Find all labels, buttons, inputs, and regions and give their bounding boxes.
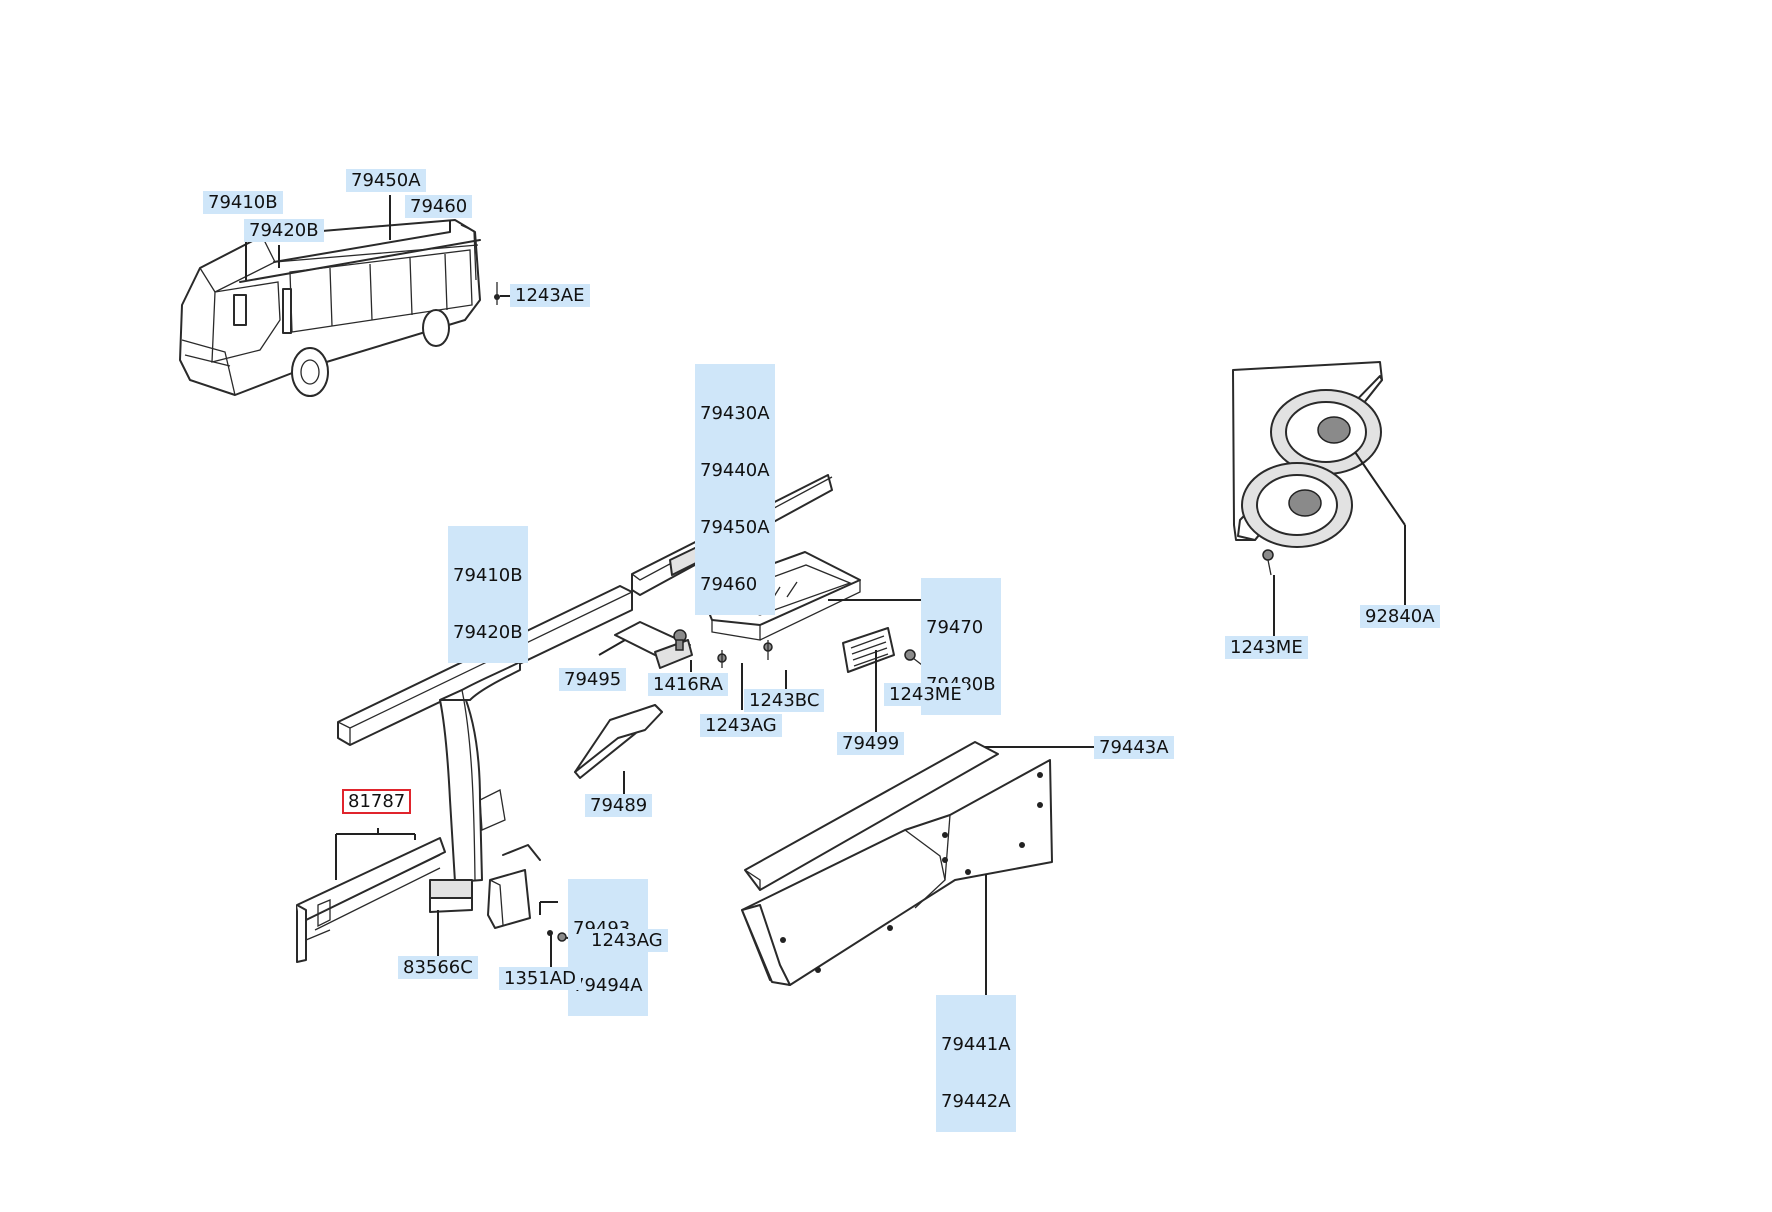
callout-1351AD: 1351AD xyxy=(499,967,581,990)
callout-79420B-top: 79420B xyxy=(244,219,324,242)
callout-text: 1243ME xyxy=(1230,637,1303,658)
callout-1243BC: 1243BC xyxy=(744,689,825,712)
bracket-79493 xyxy=(487,844,581,942)
callout-text: 79450A xyxy=(700,517,770,538)
callout-1416RA: 1416RA xyxy=(648,673,728,696)
callout-text: 79443A xyxy=(1099,737,1169,758)
pillar-trim xyxy=(429,661,521,913)
callout-text: 79495 xyxy=(564,669,622,690)
callout-79499: 79499 xyxy=(837,732,905,755)
part-79495 xyxy=(614,621,693,669)
callout-92840A: 92840A xyxy=(1360,605,1440,628)
callout-text: 79442A xyxy=(941,1091,1011,1112)
callout-1243AG-mid: 1243AG xyxy=(700,714,782,737)
callout-text: 1243ME xyxy=(889,684,962,705)
callout-79410B-top: 79410B xyxy=(203,191,283,214)
box-assembly-79441 xyxy=(741,741,1053,986)
lamp-92840A xyxy=(1232,361,1383,576)
part-79489 xyxy=(574,704,663,779)
part-79499 xyxy=(842,627,923,673)
callout-79495: 79495 xyxy=(559,668,627,691)
callout-1243ME-right: 1243ME xyxy=(1225,636,1308,659)
callout-79441A-group: 79441A 79442A xyxy=(936,995,1016,1132)
callout-text: 79460 xyxy=(700,574,758,595)
callout-text: 81787 xyxy=(348,791,406,812)
callout-text: 79410B xyxy=(453,565,523,586)
leader-lines xyxy=(245,195,1406,997)
callout-1243ME-mid: 1243ME xyxy=(884,683,967,706)
callout-1243AG-low: 1243AG xyxy=(586,929,668,952)
callout-text: 1351AD xyxy=(504,968,576,989)
callout-79489: 79489 xyxy=(585,794,653,817)
callout-79430A-group: 79430A 79440A 79450A 79460 xyxy=(695,364,775,615)
rail-81787 xyxy=(296,837,446,963)
callout-text: 79420B xyxy=(453,622,523,643)
callout-text: 79489 xyxy=(590,795,648,816)
callout-text: 1243AG xyxy=(591,930,663,951)
callout-text: 79470 xyxy=(926,617,984,638)
callout-text: 1243BC xyxy=(749,690,820,711)
callout-text: 1416RA xyxy=(653,674,723,695)
callout-text: 79499 xyxy=(842,733,900,754)
callout-text: 79420B xyxy=(249,220,319,241)
callout-79410B-group: 79410B 79420B xyxy=(448,526,528,663)
callout-text: 79460 xyxy=(410,196,468,217)
callout-83566C: 83566C xyxy=(398,956,478,979)
callout-text: 79441A xyxy=(941,1034,1011,1055)
callout-text: 92840A xyxy=(1365,606,1435,627)
callout-text: 79410B xyxy=(208,192,278,213)
callout-79460-top: 79460 xyxy=(405,195,473,218)
callout-79450A-top: 79450A xyxy=(346,169,426,192)
bus-overview-illustration xyxy=(179,219,500,397)
callout-text: 1243AG xyxy=(705,715,777,736)
callout-text: 79440A xyxy=(700,460,770,481)
callout-text: 79494A xyxy=(573,975,643,996)
callout-text: 79430A xyxy=(700,403,770,424)
callout-text: 83566C xyxy=(403,957,473,978)
callout-1243AE: 1243AE xyxy=(510,284,590,307)
callout-text: 1243AE xyxy=(515,285,585,306)
callout-81787: 81787 xyxy=(342,789,412,814)
callout-text: 79450A xyxy=(351,170,421,191)
callout-79443A: 79443A xyxy=(1094,736,1174,759)
